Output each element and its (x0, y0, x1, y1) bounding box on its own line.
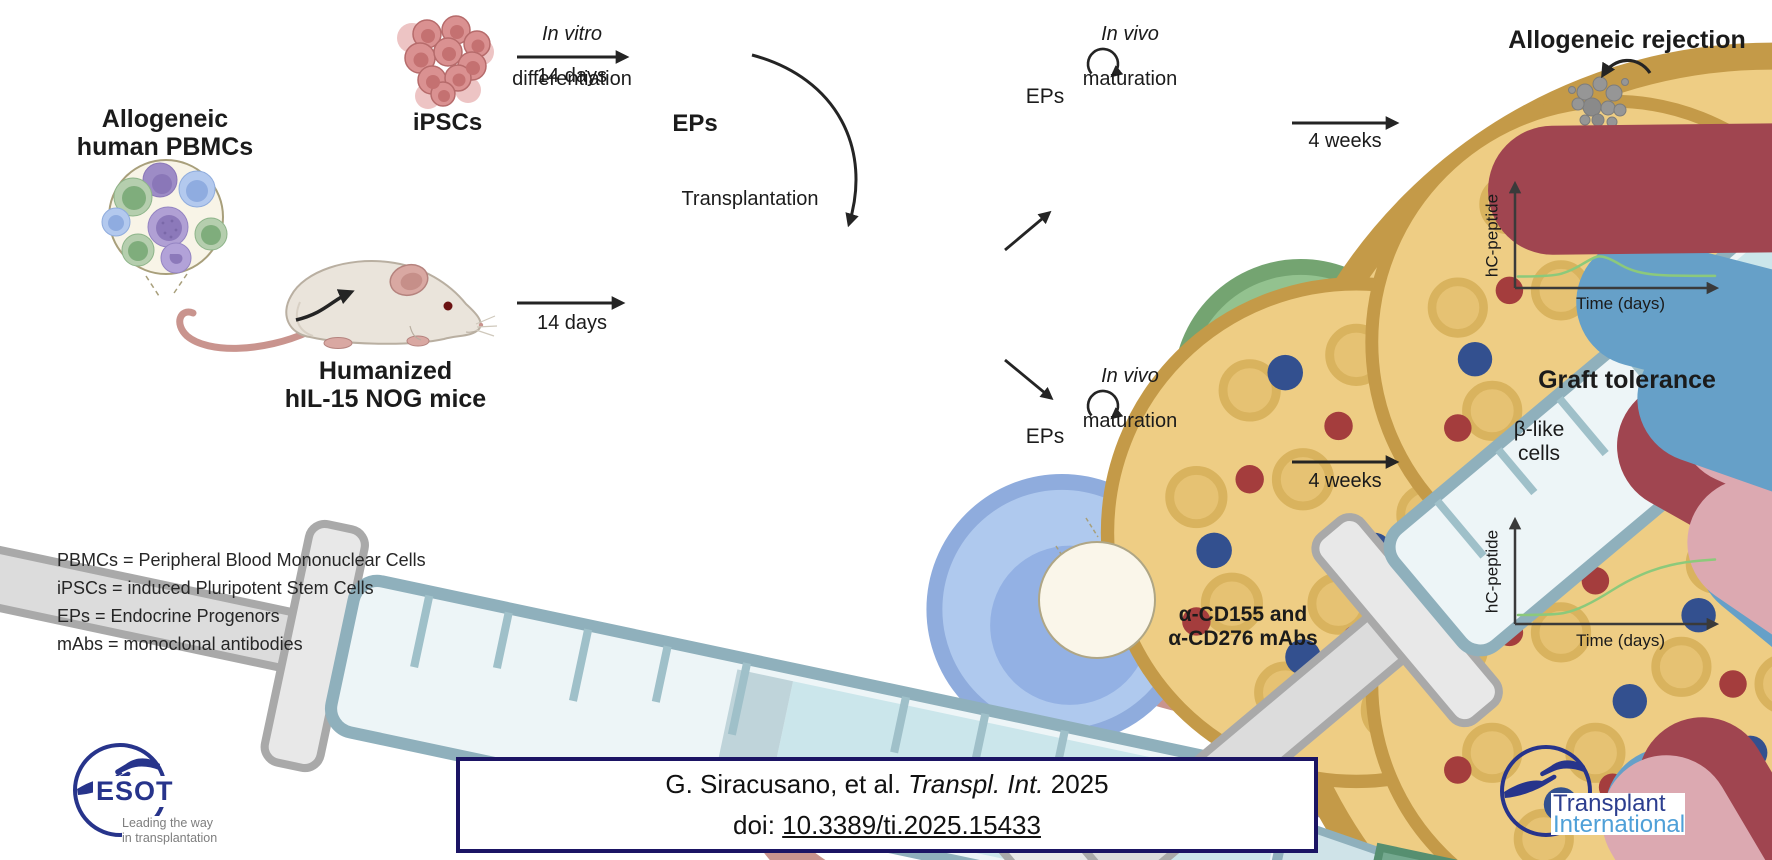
engraftment-duration-label: 14 days (536, 312, 608, 334)
legend-line: PBMCs = Peripheral Blood Mononuclear Cel… (57, 550, 426, 570)
tolerance-title: Graft tolerance (1538, 366, 1716, 394)
arrow-transplantation (751, 53, 859, 228)
arrow-branch-down (1004, 358, 1054, 401)
ipscs-label: iPSCs (412, 109, 483, 136)
rejection-title: Allogeneic rejection (1508, 26, 1746, 54)
legend-line: EPs = Endocrine Progenors (57, 605, 280, 626)
chart-rejection-ylabel: hC-peptide (1482, 193, 1502, 278)
4weeks-bottom-label: 4 weeks (1308, 470, 1382, 492)
invivo-top-label: In vivo maturation (1082, 23, 1178, 90)
flow-arrows (295, 47, 1652, 469)
eps-bottom-branch-label: EPs (1025, 425, 1065, 448)
eps-top-branch-label: EPs (1025, 85, 1065, 108)
abbreviation-legend: PBMCs = Peripheral Blood Mononuclear Cel… (57, 547, 426, 659)
citation-line1: G. Siracusano, et al. Transpl. Int. 2025 (665, 769, 1109, 799)
ipsc-cluster-icon (397, 15, 494, 109)
transplantation-label: Transplantation (681, 188, 819, 210)
legend-line: iPSCs = induced Pluripotent Stem Cells (57, 577, 374, 598)
legend-line: mAbs = monoclonal antibodies (57, 633, 303, 654)
arrow-rejection (1601, 58, 1652, 79)
citation-line2: doi: 10.3389/ti.2025.15433 (733, 810, 1041, 840)
transplant-international-logo (1500, 745, 1592, 837)
doi-link[interactable]: 10.3389/ti.2025.15433 (782, 810, 1041, 840)
mabs-label: α-CD155 and α-CD276 mAbs (1168, 603, 1318, 650)
chart-rejection-xlabel: Time (days) (1575, 294, 1666, 313)
pbmc-circle (101, 159, 228, 297)
chart-tolerance-axes (1508, 516, 1720, 631)
esot-logo-name: ESOT (93, 776, 177, 807)
chart-rejection-curve (1516, 255, 1717, 278)
4weeks-top-label: 4 weeks (1308, 130, 1382, 152)
invitro-label: In vitro differentiation (512, 23, 632, 90)
chart-tolerance-ylabel: hC-peptide (1482, 529, 1502, 614)
arrow-branch-up (1004, 210, 1052, 252)
mouse-humanized (180, 261, 497, 349)
eps-label: EPs (672, 110, 718, 137)
pbmc-title: Allogeneic human PBMCs (76, 105, 254, 161)
esot-logo-tagline: Leading the way in transplantation (122, 816, 218, 846)
rejected-graft-icon (1568, 76, 1629, 128)
invitro-duration-label: 14 days (536, 65, 608, 87)
arrow-maturation-loop-bottom (1086, 389, 1124, 420)
arrow-inject-pbmc (295, 289, 355, 322)
beta-cells-label: β-like cells (1513, 418, 1565, 465)
citation-box: G. Siracusano, et al. Transpl. Int. 2025… (456, 757, 1318, 853)
chart-tolerance-xlabel: Time (days) (1575, 631, 1666, 650)
transplant-international-logo-name: Transplant International (1551, 790, 1686, 838)
invivo-bottom-label: In vivo maturation (1082, 365, 1178, 432)
arrow-maturation-loop-top (1086, 47, 1124, 78)
chart-rejection-axes (1508, 180, 1720, 295)
mabs-circle (1038, 0, 1772, 860)
humanized-mice-label: Humanized hIL-15 NOG mice (284, 357, 487, 413)
chart-tolerance-curve (1516, 558, 1717, 617)
